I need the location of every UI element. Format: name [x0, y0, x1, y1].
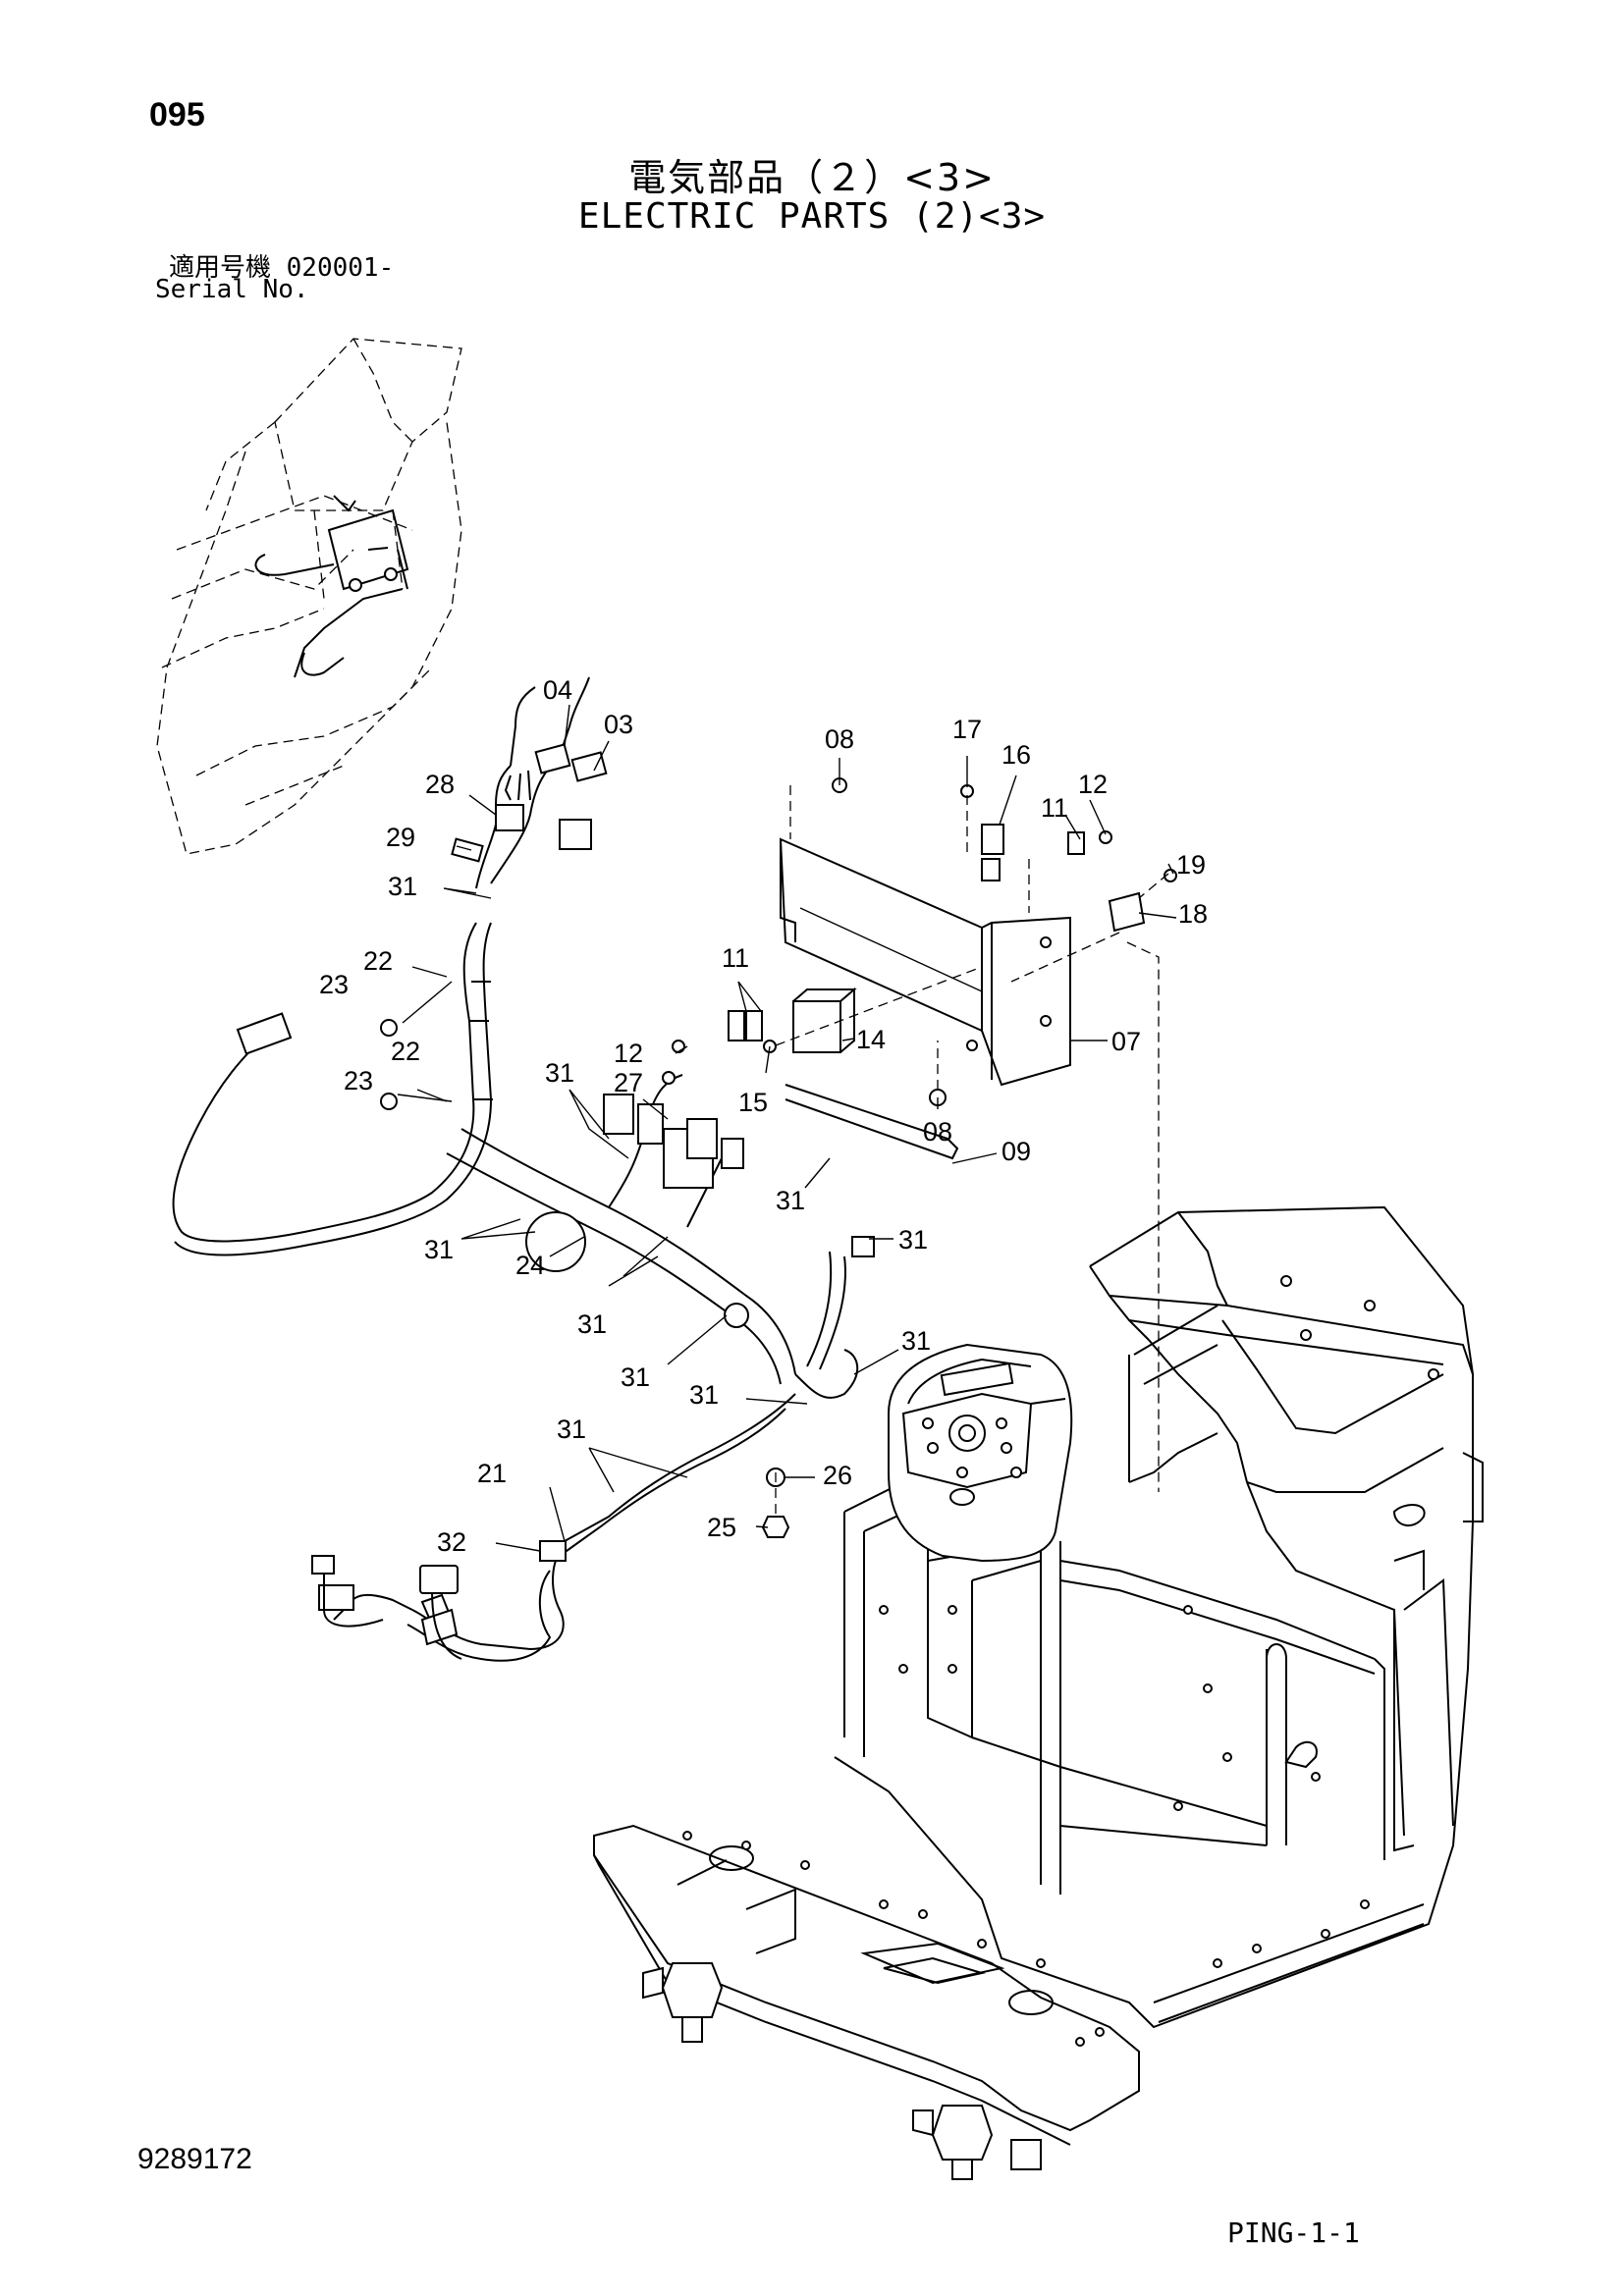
callout-label: 22	[363, 946, 393, 976]
callout-label: 12	[614, 1039, 643, 1068]
callout-label: 28	[425, 770, 455, 799]
footer-code: PING-1-1	[1227, 2216, 1360, 2249]
serial-label-japanese: 適用号機 020001-	[169, 253, 395, 283]
callout-label: 32	[437, 1527, 466, 1557]
callout-label: 08	[923, 1117, 952, 1147]
serial-label-english: Serial No.	[155, 275, 309, 304]
callout-label: 11	[722, 943, 749, 973]
callout-leaders	[397, 704, 1177, 1552]
electrical-components	[236, 743, 1177, 1646]
callout-label: 26	[823, 1461, 852, 1490]
callout-label: 31	[577, 1309, 607, 1339]
callout-label: 15	[738, 1088, 768, 1117]
callout-label: 29	[386, 823, 415, 852]
callout-label: 03	[604, 710, 633, 739]
callout-label: 07	[1111, 1027, 1141, 1056]
callout-label: 31	[424, 1235, 454, 1264]
connector-assembly	[311, 1555, 462, 1660]
callout-label: 23	[344, 1066, 373, 1095]
callout-label: 31	[557, 1415, 586, 1444]
callout-label: 24	[515, 1251, 545, 1280]
callout-label: 14	[856, 1025, 886, 1054]
page-title-english: ELECTRIC PARTS (2)<3>	[577, 196, 1047, 237]
callout-label: 11	[1041, 793, 1068, 823]
mounting-bracket	[779, 837, 1071, 1087]
assembly-guides	[775, 785, 1169, 1517]
callout-label: 12	[1078, 770, 1108, 799]
callout-label: 31	[621, 1362, 650, 1392]
overview-inset	[156, 338, 462, 855]
page-title-japanese: 電気部品（２）<3>	[628, 156, 996, 199]
page-number: 095	[149, 96, 205, 133]
callout-label: 31	[388, 872, 417, 901]
callout-label: 31	[898, 1225, 928, 1255]
callout-label: 31	[776, 1186, 805, 1215]
callout-label: 31	[689, 1380, 719, 1410]
callout-label: 23	[319, 970, 349, 999]
callout-label: 08	[825, 724, 854, 754]
cab-frame-structure	[593, 1205, 1484, 2180]
callout-label: 31	[545, 1058, 574, 1088]
callout-label: 22	[391, 1037, 420, 1066]
callout-label: 19	[1176, 850, 1206, 880]
callout-label: 09	[1001, 1137, 1031, 1166]
callout-label: 16	[1001, 740, 1031, 770]
document-number: 9289172	[137, 2143, 252, 2175]
callout-label: 04	[543, 675, 572, 705]
callout-label: 25	[707, 1513, 736, 1542]
callout-label: 27	[614, 1068, 643, 1097]
callout-label: 18	[1178, 899, 1208, 929]
callout-labels: 04 03 28 29 31 22 23 22 23 08 17 16 12 1…	[319, 675, 1208, 1557]
callout-label: 17	[952, 715, 982, 744]
callout-label: 21	[477, 1459, 507, 1488]
callout-label: 31	[901, 1326, 931, 1356]
